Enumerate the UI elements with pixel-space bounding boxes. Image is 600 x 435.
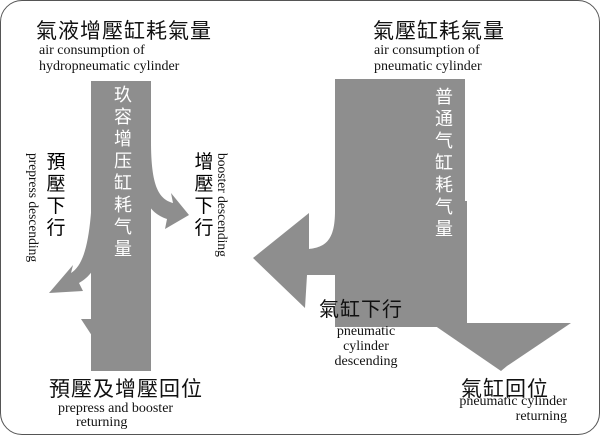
- hydropneumatic-title: 氣液增壓缸耗氣量: [36, 19, 212, 43]
- pneumatic-title: 氣壓缸耗氣量: [373, 19, 505, 43]
- pneumatic-returning-en-line1: pneumatic cylinder: [459, 394, 567, 409]
- prepress-booster-returning-label: 預壓及增壓回位: [49, 377, 203, 401]
- pneumatic-returning-arrow: [431, 323, 571, 371]
- booster-descending-label: 增壓下行: [194, 151, 214, 239]
- booster-cylinder-consumption-label: 玖容增压缸耗气量: [114, 85, 132, 260]
- prepress-descending-en: prepress descending: [26, 153, 41, 263]
- pneumatic-descending-en-line2: cylinder: [343, 339, 389, 354]
- prepress-booster-returning-en-line2: returning: [76, 415, 128, 430]
- returning-arrow-shaft: [104, 251, 127, 323]
- returning-arrow-head: [81, 319, 149, 371]
- pneumatic-descending-en-line1: pneumatic: [336, 324, 396, 339]
- pneumatic-descending-arrow: [253, 211, 461, 308]
- pneumatic-descending-en-line3: descending: [334, 354, 398, 369]
- hydropneumatic-subtitle-line1: air consumption of: [39, 43, 145, 58]
- hydropneumatic-subtitle-line2: hydropneumatic cylinder: [39, 59, 180, 74]
- prepress-booster-returning-en-line1: prepress and booster: [58, 401, 174, 416]
- normal-cylinder-consumption-label: 普通气缸耗气量: [435, 87, 453, 240]
- pneumatic-returning-en-line2: returning: [515, 409, 567, 424]
- prepress-descending-branch: [49, 151, 109, 293]
- booster-descending-en: booster descending: [215, 153, 230, 257]
- pneumatic-subtitle-line2: pneumatic cylinder: [374, 59, 482, 74]
- pneumatic-descending-label: 氣缸下行: [319, 297, 403, 321]
- booster-descending-branch: [140, 141, 189, 229]
- prepress-descending-label: 預壓下行: [46, 151, 66, 239]
- pneumatic-returning-label: 氣缸回位: [461, 377, 549, 401]
- pneumatic-subtitle-line1: air consumption of: [374, 43, 480, 58]
